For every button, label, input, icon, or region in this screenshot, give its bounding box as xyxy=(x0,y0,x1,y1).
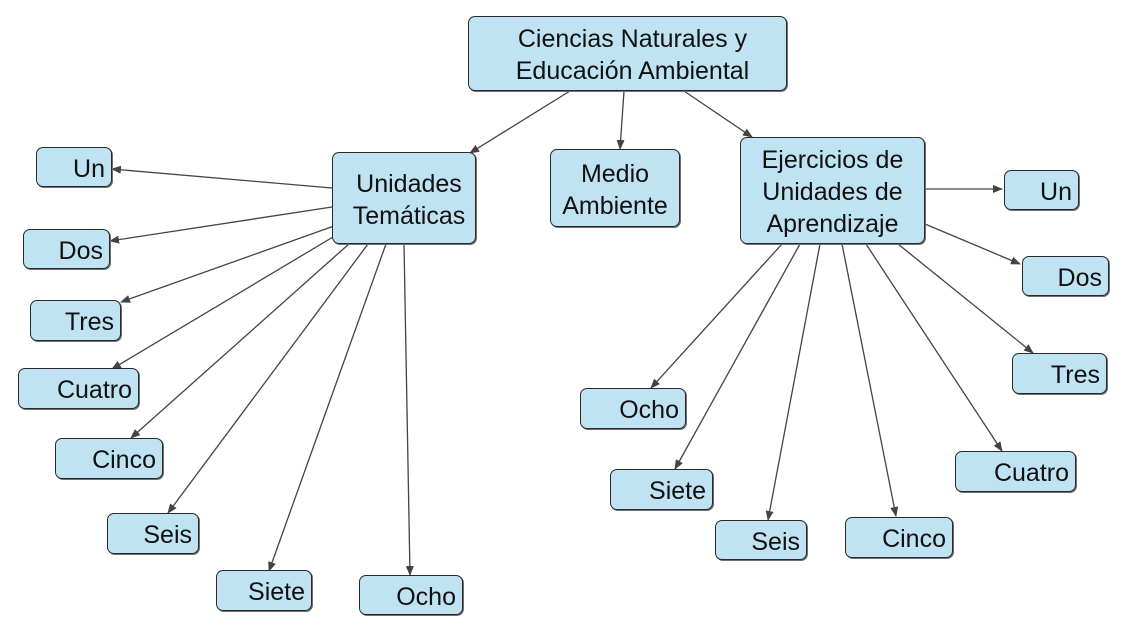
node-right-seis[interactable]: Seis xyxy=(715,520,807,560)
node-right-dos[interactable]: Dos xyxy=(1022,256,1109,296)
edge-unidades-left-cinco xyxy=(130,242,351,439)
node-ejercicios[interactable]: Ejercicios de Unidades de Aprendizaje xyxy=(740,137,925,244)
node-right-un[interactable]: Un xyxy=(1004,170,1079,210)
node-left-ocho[interactable]: Ocho xyxy=(359,575,463,615)
edge-ejercicios-right-dos xyxy=(924,223,1021,265)
edge-unidades-left-siete xyxy=(268,243,387,572)
node-right-siete[interactable]: Siete xyxy=(610,469,713,510)
node-right-tres[interactable]: Tres xyxy=(1012,353,1107,394)
node-unidades-tematicas[interactable]: Unidades Temáticas xyxy=(332,152,476,244)
node-right-cinco[interactable]: Cinco xyxy=(845,517,953,558)
edge-ejercicios-right-tres xyxy=(897,243,1034,354)
node-left-seis[interactable]: Seis xyxy=(107,513,199,554)
edge-unidades-left-ocho xyxy=(403,243,414,576)
edge-ejercicios-right-ocho xyxy=(650,243,783,389)
node-left-un[interactable]: Un xyxy=(36,147,112,187)
edge-unidades-left-seis xyxy=(167,243,369,514)
edge-unidades-left-cuatro xyxy=(111,233,339,370)
edge-unidades-left-dos xyxy=(109,206,333,244)
edge-root-ejercicios xyxy=(683,90,753,138)
node-right-cuatro[interactable]: Cuatro xyxy=(955,451,1076,492)
node-left-cinco[interactable]: Cinco xyxy=(55,438,163,479)
node-left-siete[interactable]: Siete xyxy=(216,570,312,611)
node-right-ocho[interactable]: Ocho xyxy=(580,388,686,429)
node-root[interactable]: Ciencias Naturales y Educación Ambiental xyxy=(468,16,787,91)
edge-ejercicios-right-cuatro xyxy=(865,243,1003,452)
edge-root-medio xyxy=(616,90,625,150)
edge-unidades-left-tres xyxy=(120,225,335,303)
node-left-dos[interactable]: Dos xyxy=(23,229,110,269)
node-left-tres[interactable]: Tres xyxy=(30,300,121,341)
edge-ejercicios-right-siete xyxy=(674,243,801,470)
edge-ejercicios-right-cinco xyxy=(841,243,899,517)
node-left-cuatro[interactable]: Cuatro xyxy=(18,368,139,409)
edge-ejercicios-right-seis xyxy=(765,243,821,521)
edge-unidades-left-un xyxy=(111,165,333,189)
node-medio-ambiente[interactable]: Medio Ambiente xyxy=(550,149,680,227)
edge-root-unidades xyxy=(469,90,571,154)
